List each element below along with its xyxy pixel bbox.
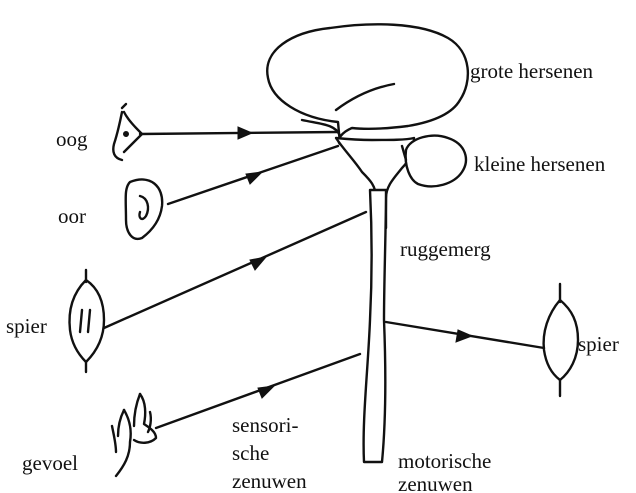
label-ear: oor	[58, 205, 86, 227]
label-touch: gevoel	[22, 452, 78, 474]
sensory-nerve-muscle	[104, 212, 366, 328]
ear-icon	[126, 179, 163, 238]
label-sensory-line-3: zenuwen	[232, 470, 307, 492]
sensory-nerve-ear	[168, 146, 338, 204]
label-cerebellum: kleine hersenen	[474, 153, 605, 175]
label-right-muscle: spier	[578, 333, 619, 355]
eye-icon	[113, 104, 142, 160]
right-muscle-icon	[544, 284, 578, 396]
label-sensory-line-1: sensori-	[232, 414, 299, 436]
left-muscle-icon	[70, 270, 104, 372]
label-left-muscle: spier	[6, 315, 47, 337]
label-motor-line-2: zenuwen	[398, 473, 473, 493]
spinal-cord-shape	[364, 190, 386, 462]
label-cerebrum: grote hersenen	[470, 60, 593, 82]
label-spinal-cord: ruggemerg	[400, 238, 491, 260]
cerebrum-shape	[267, 24, 468, 144]
label-eye: oog	[56, 128, 88, 150]
motor-nerve-muscle	[386, 322, 544, 348]
label-motor-line-1: motorische	[398, 450, 491, 472]
cerebellum-shape	[406, 136, 466, 187]
hand-icon	[112, 394, 156, 476]
sensory-nerve-eye	[140, 127, 338, 139]
label-sensory-line-2: sche	[232, 442, 269, 464]
